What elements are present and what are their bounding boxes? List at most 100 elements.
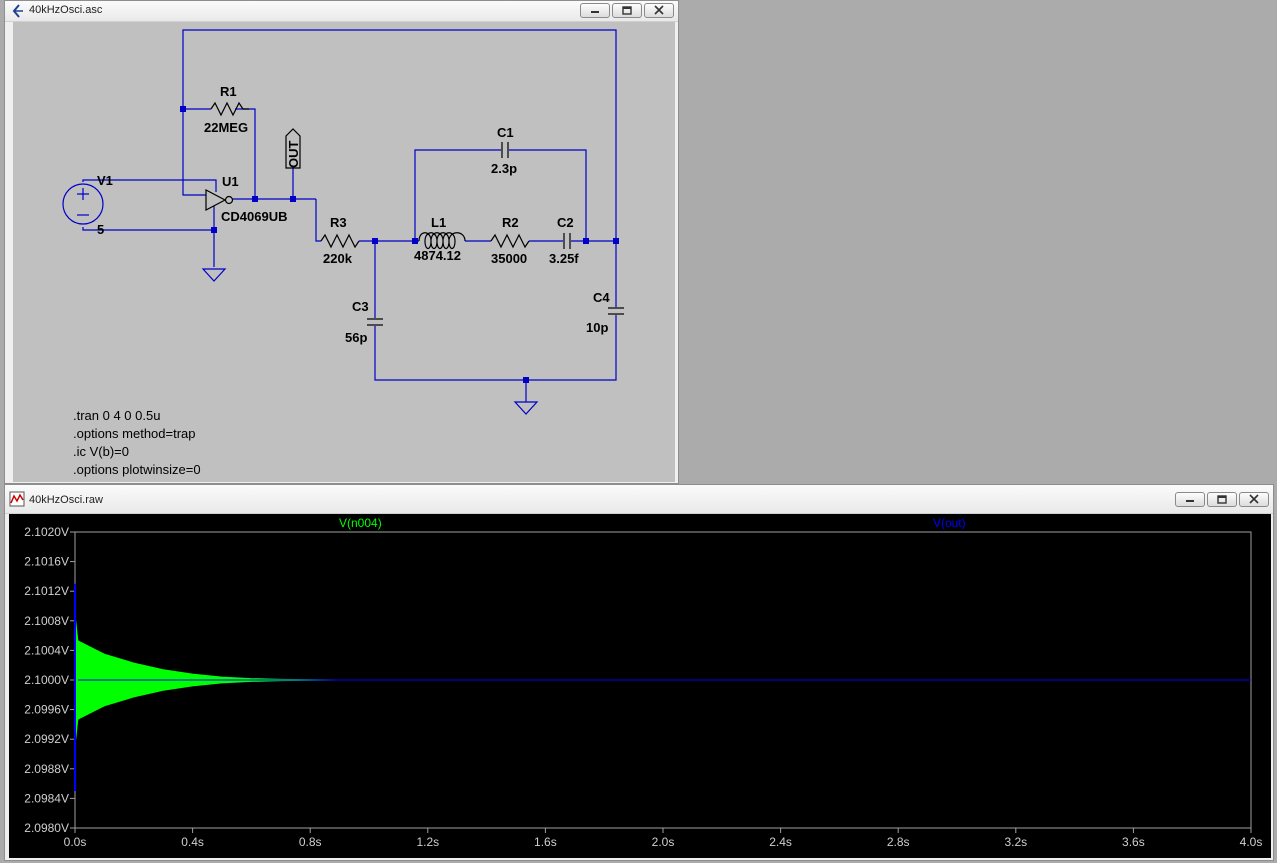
c3-value: 56p <box>345 330 367 345</box>
l1-ref: L1 <box>431 215 446 230</box>
r1-ref: R1 <box>220 84 237 99</box>
restore-button[interactable] <box>612 3 642 18</box>
waveform-app-icon <box>9 491 25 507</box>
close-icon <box>1249 494 1259 504</box>
junction-dot <box>290 196 296 202</box>
c4-ref: C4 <box>593 290 610 305</box>
schematic-window[interactable]: 40kHzOsci.asc <box>4 0 679 484</box>
spice-directive[interactable]: .options plotwinsize=0 <box>73 462 201 477</box>
r2-ref: R2 <box>502 215 519 230</box>
y-tick-label: 2.1012V <box>24 584 69 598</box>
r3-resistor-symbol[interactable] <box>320 233 360 249</box>
x-tick-label: 4.0s <box>1240 835 1263 849</box>
junction-dot <box>180 106 186 112</box>
c3-ref: C3 <box>352 299 369 314</box>
c3-bottom-wire <box>374 315 617 381</box>
schematic-app-icon <box>12 4 23 18</box>
y-tick-label: 2.0984V <box>24 791 69 805</box>
r1-resistor-symbol[interactable] <box>210 101 249 117</box>
wires <box>82 29 617 402</box>
y-tick-label: 2.0992V <box>24 732 69 746</box>
y-tick-label: 2.1020V <box>24 525 69 539</box>
u1-value: CD4069UB <box>221 209 287 224</box>
waveform-window-title: 40kHzOsci.raw <box>29 494 103 506</box>
r2-resistor-symbol[interactable] <box>490 233 530 249</box>
x-tick-label: 0.0s <box>64 835 87 849</box>
c1-right-wire <box>509 149 587 241</box>
u1-input-wire <box>182 109 206 196</box>
c1-value: 2.3p <box>491 161 517 176</box>
x-tick-label: 3.2s <box>1004 835 1027 849</box>
waveform-plot-pane[interactable]: V(n004) V(out) 2.1020V 2.1016V 2.1012V 2.10… <box>9 514 1271 858</box>
feedback-wire <box>182 29 617 241</box>
trace-label-v-out[interactable]: V(out) <box>933 516 966 530</box>
spice-directive[interactable]: .options method=trap <box>73 426 196 441</box>
r3-value: 220k <box>323 251 353 266</box>
u1-ref: U1 <box>222 174 239 189</box>
y-tick-label: 2.1016V <box>24 555 69 569</box>
x-tick-label: 0.8s <box>299 835 322 849</box>
junction-dot <box>583 238 589 244</box>
minimize-button[interactable] <box>1175 492 1205 507</box>
y-tick-label: 2.1000V <box>24 673 69 687</box>
restore-button[interactable] <box>1207 492 1237 507</box>
c3-capacitor-symbol[interactable] <box>367 318 383 326</box>
x-tick-label: 1.2s <box>416 835 439 849</box>
minimize-icon <box>1186 500 1194 502</box>
waveform-titlebar[interactable]: 40kHzOsci.raw <box>5 485 1273 514</box>
c2-value: 3.25f <box>549 251 579 266</box>
restore-icon <box>1217 495 1227 504</box>
v1-ref: V1 <box>97 173 113 188</box>
junction-dot <box>252 196 258 202</box>
waveform-window[interactable]: 40kHzOsci.raw V(n004) V(out) 2.1020V 2.10… <box>4 484 1274 861</box>
ground-symbol[interactable] <box>201 268 227 282</box>
r3-ref: R3 <box>330 215 347 230</box>
v1-value: 5 <box>97 222 104 237</box>
y-tick-label: 2.0988V <box>24 762 69 776</box>
u1-inverter-symbol[interactable] <box>205 189 234 211</box>
junction-dot <box>412 238 418 244</box>
c4-capacitor-symbol[interactable] <box>608 307 624 315</box>
schematic-canvas[interactable]: V1 5 R1 22MEG U1 CD4069UB OUT R3 220k <box>13 22 675 482</box>
close-icon <box>654 5 664 15</box>
r2-value: 35000 <box>491 251 527 266</box>
junctions <box>180 106 619 383</box>
x-tick-label: 2.8s <box>887 835 910 849</box>
schematic-titlebar[interactable]: 40kHzOsci.asc <box>5 1 678 22</box>
minimize-button[interactable] <box>580 3 610 18</box>
r3-lower-wire <box>315 199 321 242</box>
x-tick-label: 1.6s <box>534 835 557 849</box>
c4-value: 10p <box>586 320 608 335</box>
x-tick-label: 0.4s <box>181 835 204 849</box>
schematic-drawing[interactable]: V1 5 R1 22MEG U1 CD4069UB OUT R3 220k <box>13 22 675 482</box>
restore-icon <box>622 6 632 15</box>
v1-bottom-wire <box>82 227 214 231</box>
waveform-chart[interactable]: V(n004) V(out) 2.1020V 2.1016V 2.1012V 2.10… <box>9 514 1271 858</box>
v1-source-symbol[interactable] <box>62 183 104 225</box>
schematic-window-title: 40kHzOsci.asc <box>29 4 103 16</box>
y-tick-label: 2.0980V <box>24 821 69 835</box>
c1-capacitor-symbol[interactable] <box>501 142 509 158</box>
close-button[interactable] <box>1239 492 1269 507</box>
c2-capacitor-symbol[interactable] <box>563 233 571 249</box>
trace-label-v-n004[interactable]: V(n004) <box>339 516 382 530</box>
y-tick-label: 2.0996V <box>24 703 69 717</box>
junction-dot <box>211 227 217 233</box>
v1-top-wire <box>82 179 217 192</box>
spice-directive[interactable]: .ic V(b)=0 <box>73 444 129 459</box>
ground-symbol[interactable] <box>513 401 539 415</box>
x-tick-label: 3.6s <box>1122 835 1145 849</box>
l1-inductor-symbol[interactable] <box>418 232 466 250</box>
l1-value: 4874.12 <box>414 248 461 263</box>
junction-dot <box>372 238 378 244</box>
out-label: OUT <box>286 141 301 169</box>
c1-ref: C1 <box>497 125 514 140</box>
y-tick-label: 2.1008V <box>24 614 69 628</box>
c1-left-wire <box>414 149 501 241</box>
close-button[interactable] <box>644 3 674 18</box>
c2-ref: C2 <box>557 215 574 230</box>
x-tick-label: 2.4s <box>769 835 792 849</box>
spice-directive[interactable]: .tran 0 4 0 0.5u <box>73 408 160 423</box>
junction-dot <box>613 238 619 244</box>
out-net-flag[interactable]: OUT <box>285 128 301 169</box>
